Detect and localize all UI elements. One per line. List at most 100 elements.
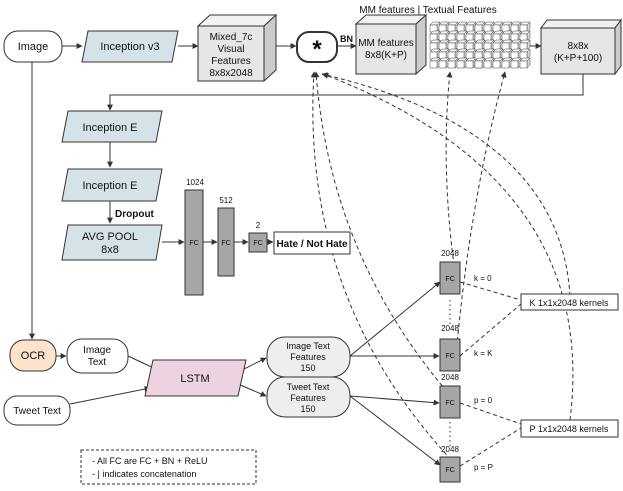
dash-fc-k0-grid xyxy=(445,71,457,281)
inception-e2-node xyxy=(61,168,163,202)
mixed7c-line1: Mixed_7c xyxy=(210,32,253,43)
star-op-label: * xyxy=(312,36,322,63)
image-text-line2: Text xyxy=(88,357,107,368)
dash-pP-pkernels xyxy=(459,427,522,467)
dash-fc-kK-grid xyxy=(455,71,507,356)
edge-tweet-lstm xyxy=(69,386,151,405)
grid-cube xyxy=(483,60,492,69)
mm-features-box xyxy=(354,13,428,76)
connectors xyxy=(29,43,584,466)
fc-k0-label: FC xyxy=(445,276,454,283)
image-text-features-line2: Features xyxy=(290,352,326,362)
fc-1024-label: FC xyxy=(189,240,198,247)
image-text-features-line1: Image Text xyxy=(286,341,330,351)
edge-out-inceptione xyxy=(107,74,584,111)
lstm-label: LSTM xyxy=(180,373,209,385)
star-op-node xyxy=(296,31,338,63)
mixed7c-line2: Visual xyxy=(217,44,244,55)
image-node xyxy=(3,30,63,63)
mm-features-line2: 8x8(K+P) xyxy=(365,50,407,61)
fc-pP-index: p = P xyxy=(474,463,493,472)
avg-pool-line2: 8x8 xyxy=(101,244,119,256)
k-kernels-label: K 1x1x2048 kernels xyxy=(529,298,609,308)
edge-tweetfeat-fc-pP xyxy=(349,395,441,466)
image-text-line1: Image xyxy=(83,345,111,356)
grid-cube xyxy=(519,60,528,69)
tweet-text-features-line1: Tweet Text xyxy=(287,382,330,392)
legend-box xyxy=(80,449,257,485)
fc-2-label: FC xyxy=(253,240,262,247)
fc-k0-size: 2048 xyxy=(441,249,459,258)
legend-item-concat: - | indicates concatenation xyxy=(92,469,196,479)
avg-pool-node xyxy=(61,224,163,261)
fc-1024 xyxy=(184,189,204,296)
fc-pP-size: 2048 xyxy=(441,445,459,454)
output-8x8-box xyxy=(540,18,622,76)
tweet-text-features-node xyxy=(266,376,351,418)
fc-512-size: 512 xyxy=(219,196,233,205)
hate-label-box xyxy=(273,231,351,255)
grid-cube xyxy=(438,60,447,69)
fc-p0-size: 2048 xyxy=(441,373,459,382)
dash-kK-kkernels xyxy=(459,303,522,357)
lstm-node xyxy=(144,359,247,397)
dashed-connectors xyxy=(310,71,574,467)
feature-grid-text xyxy=(474,21,531,69)
grid-cube xyxy=(447,60,456,69)
bn-label: BN xyxy=(340,34,353,44)
image-text-features-line3: 150 xyxy=(300,363,315,373)
output-8x8-line2: (K+P+100) xyxy=(554,53,602,64)
avg-pool-line1: AVG POOL xyxy=(82,231,138,243)
mixed7c-line3: Features xyxy=(211,56,250,67)
fc-p0-index: p = 0 xyxy=(474,396,493,405)
fc-k0 xyxy=(439,261,461,295)
inception-e1-node xyxy=(61,110,163,143)
k-kernels-box xyxy=(520,293,619,311)
dash-fc-p0-star xyxy=(313,71,457,403)
edge-lstm-tweetfeat xyxy=(237,383,267,397)
ocr-node xyxy=(9,339,57,372)
fc-p0-label: FC xyxy=(445,400,454,407)
image-text-node xyxy=(66,338,129,374)
p-kernels-label: P 1x1x2048 kernels xyxy=(530,424,609,434)
fc-kK-size: 2048 xyxy=(441,324,459,333)
fc-512 xyxy=(217,207,235,277)
ocr-label: OCR xyxy=(21,350,46,362)
fc-p0 xyxy=(439,385,461,419)
inception-e1-label: Inception E xyxy=(82,122,137,134)
tweet-text-label: Tweet Text xyxy=(13,406,61,417)
image-node-label: Image xyxy=(18,41,49,53)
mm-features-line1: MM features xyxy=(358,38,414,49)
grid-cube xyxy=(474,60,483,69)
tweet-text-node xyxy=(3,395,71,426)
mixed7c-box xyxy=(196,13,278,83)
mm-header: MM features | Textual Features xyxy=(359,5,496,16)
grid-cube xyxy=(429,60,438,69)
mixed7c-line4: 8x8x2048 xyxy=(209,68,253,79)
hate-label-text: Hate / Not Hate xyxy=(276,239,348,250)
dash-kkernels-star xyxy=(321,72,571,297)
output-8x8-line1: 8x8x xyxy=(567,41,588,52)
fc-pP-label: FC xyxy=(445,467,454,474)
fc-kK xyxy=(439,338,461,372)
dropout-label: Dropout xyxy=(115,209,155,220)
grid-cube xyxy=(510,60,519,69)
fc-k0-index: k = 0 xyxy=(474,274,492,283)
grid-cube xyxy=(492,60,501,69)
dash-pkernels-star xyxy=(322,73,574,421)
tweet-text-features-line3: 150 xyxy=(300,404,315,414)
edge-tweetfeat-fc-p0 xyxy=(349,395,440,406)
tweet-text-features-line2: Features xyxy=(290,393,326,403)
fc-2 xyxy=(248,232,268,253)
fc-kK-index: k = K xyxy=(474,349,493,358)
fc-512-label: FC xyxy=(221,240,230,247)
fc-pP xyxy=(439,456,461,483)
inception-v3-node xyxy=(81,30,179,63)
edge-imgfeat-fc-k0 xyxy=(349,281,441,357)
grid-cube xyxy=(456,60,465,69)
fc-kK-label: FC xyxy=(445,353,454,360)
dash-p0-pkernels xyxy=(459,402,522,425)
p-kernels-box xyxy=(520,419,619,438)
inception-v3-label: Inception v3 xyxy=(100,41,159,53)
